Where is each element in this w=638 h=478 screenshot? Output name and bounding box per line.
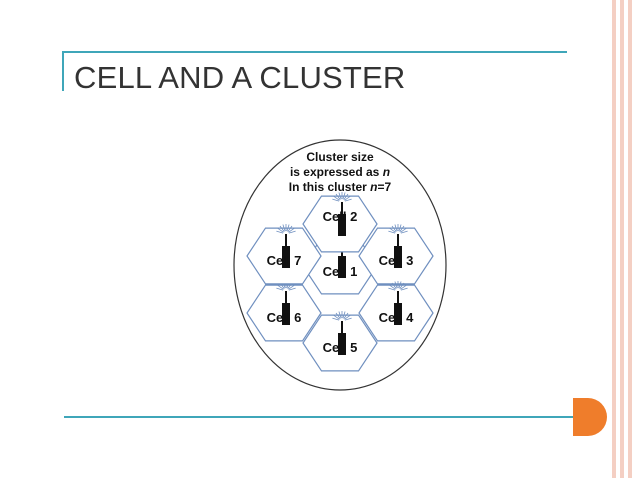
- cell-4-label: Cell 4: [379, 310, 414, 325]
- bottom-rule: [64, 416, 576, 418]
- caption-line-2: is expressed as n: [290, 165, 390, 179]
- cell-7-label: Cell 7: [267, 253, 302, 268]
- title-rule-left: [62, 51, 64, 91]
- antenna-tower-icon: [332, 192, 352, 236]
- cell-5-label: Cell 5: [323, 340, 358, 355]
- caption-line-3: In this cluster n=7: [289, 180, 392, 194]
- cell-7: Cell 7: [246, 224, 322, 285]
- antenna-tower-icon: [388, 224, 408, 268]
- cell-3-label: Cell 3: [379, 253, 414, 268]
- cell-1-label: Cell 1: [323, 264, 358, 279]
- cell-5: Cell 5: [302, 311, 378, 372]
- caption-line-1: Cluster size: [306, 150, 374, 164]
- antenna-tower-icon: [388, 281, 408, 325]
- antenna-tower-icon: [276, 224, 296, 268]
- slide-border-right-3: [628, 0, 632, 478]
- cell-3: Cell 3: [358, 224, 434, 285]
- slide-border-right-1: [612, 0, 616, 478]
- cell-group: Cell 1 Cell 2 Cell 3 Cell 4 Cell 5 Cell 6 Cell…: [246, 192, 434, 372]
- cell-2-label: Cell 2: [323, 209, 358, 224]
- cell-6: Cell 6: [246, 281, 322, 342]
- title-rule-top: [62, 51, 567, 53]
- slide-border-right-2: [620, 0, 624, 478]
- cell-4: Cell 4: [358, 281, 434, 342]
- orange-marker: [573, 398, 607, 436]
- cell-6-label: Cell 6: [267, 310, 302, 325]
- cell-2: Cell 2: [302, 192, 378, 253]
- antenna-tower-icon: [332, 311, 352, 355]
- antenna-tower-icon: [276, 281, 296, 325]
- slide-title: CELL AND A CLUSTER: [74, 60, 406, 95]
